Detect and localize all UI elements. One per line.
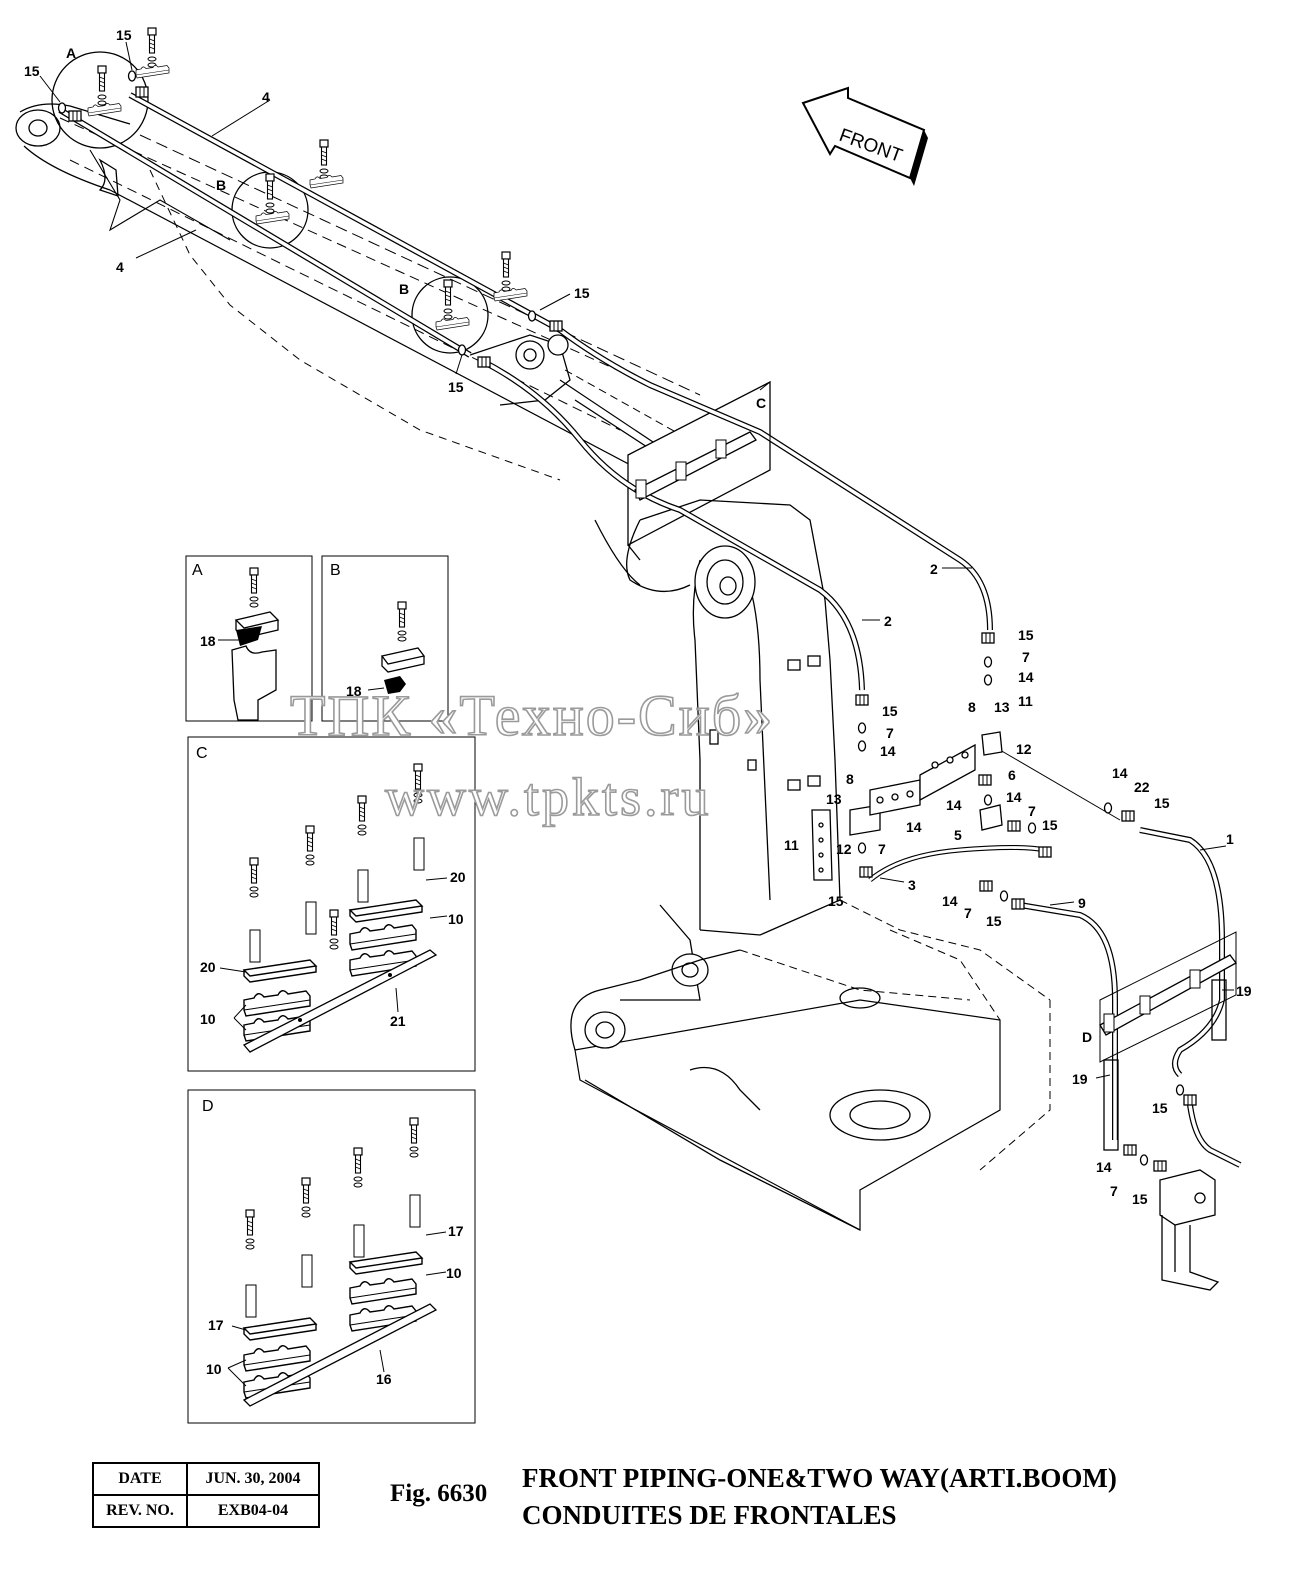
callout-15: 15 [116,27,132,43]
callout-18: 18 [200,633,216,649]
callout-10: 10 [206,1361,222,1377]
inset-b-label: B [330,562,341,579]
figure-title-english: FRONT PIPING-ONE&TWO WAY(ARTI.BOOM) [522,1463,1117,1493]
callout-2: 2 [930,561,938,577]
rev-label: REV. NO. [92,1494,188,1528]
view-letter-d: D [1082,1029,1092,1045]
valve-blocks [849,731,1227,1291]
callout-18: 18 [346,683,362,699]
hydraulic-lines [58,92,1242,1168]
callout-15: 15 [986,913,1002,929]
date-value: JUN. 30, 2004 [186,1462,320,1496]
leader-lines [39,41,1234,1387]
boom-structure [15,51,1051,1232]
callout-15: 15 [1018,627,1034,643]
callout-15: 15 [1152,1100,1168,1116]
detail-inset-b: B [321,555,449,722]
callout-12: 12 [836,841,852,857]
callout-14: 14 [942,893,958,909]
callout-8: 8 [968,699,976,715]
callout-15: 15 [1132,1191,1148,1207]
callout-14: 14 [906,819,922,835]
date-label: DATE [92,1462,188,1496]
front-direction-arrow: FRONT [801,86,928,186]
callout-14: 14 [1096,1159,1112,1175]
callout-1: 1 [1226,831,1234,847]
callout-10: 10 [200,1011,216,1027]
callout-17: 17 [208,1317,224,1333]
callout-21: 21 [390,1013,406,1029]
callout-14: 14 [946,797,962,813]
figure-number: Fig. 6630 [390,1480,488,1507]
callout-14: 14 [880,743,896,759]
callout-6: 6 [1008,767,1016,783]
callout-7: 7 [1110,1183,1118,1199]
callout-14: 14 [1112,765,1128,781]
callout-4: 4 [116,259,124,275]
callout-22: 22 [1134,779,1150,795]
callout-8: 8 [846,771,854,787]
watermark-url: www.tpkts.ru [385,767,712,827]
callout-9: 9 [1078,895,1086,911]
watermark-company: ТПК «Техно-Сиб» [290,683,774,748]
view-letter-a: A [66,45,76,61]
rev-value: EXB04-04 [186,1494,320,1528]
callout-7: 7 [1022,649,1030,665]
callout-5: 5 [954,827,962,843]
callout-15: 15 [448,379,464,395]
callout-11: 11 [1018,693,1033,709]
callout-7: 7 [964,905,972,921]
callout-19: 19 [1072,1071,1088,1087]
callout-15: 15 [1042,817,1058,833]
callout-11: 11 [784,837,799,853]
callout-20: 20 [200,959,216,975]
figure-title-french: CONDUITES DE FRONTALES [522,1500,897,1530]
callout-14: 14 [1006,789,1022,805]
callout-7: 7 [886,725,894,741]
callout-13: 13 [994,699,1010,715]
callout-12: 12 [1016,741,1032,757]
callout-10: 10 [446,1265,462,1281]
callout-20: 20 [450,869,466,885]
callout-16: 16 [376,1371,392,1387]
revision-table: DATE JUN. 30, 2004 REV. NO. EXB04-04 [92,1462,320,1528]
callout-15: 15 [24,63,40,79]
callout-3: 3 [908,877,916,893]
callout-2: 2 [884,613,892,629]
watermark: ТПК «Техно-Сиб» www.tpkts.ru [289,682,774,828]
inset-c-label: C [196,745,208,762]
callout-7: 7 [1028,803,1036,819]
inset-d-label: D [202,1098,214,1115]
callout-15: 15 [828,893,844,909]
view-letter-b: B [216,177,226,193]
inset-a-label: A [192,562,203,579]
pipe-clamps-main [87,27,1237,1063]
callout-15: 15 [882,703,898,719]
detail-inset-d: D [187,1089,476,1424]
view-letter-b: B [399,281,409,297]
callout-7: 7 [878,841,886,857]
detail-inset-a: A [185,555,313,722]
callout-labels: 15 15 A 4 B 4 B 15 15 C 2 2 15 7 14 11 8… [24,27,1252,1387]
callout-10: 10 [448,911,464,927]
callout-15: 15 [1154,795,1170,811]
callout-4: 4 [262,89,270,105]
callout-19: 19 [1236,983,1252,999]
callout-14: 14 [1018,669,1034,685]
callout-17: 17 [448,1223,464,1239]
callout-15: 15 [574,285,590,301]
callout-13: 13 [826,791,842,807]
view-letter-c: C [756,395,766,411]
